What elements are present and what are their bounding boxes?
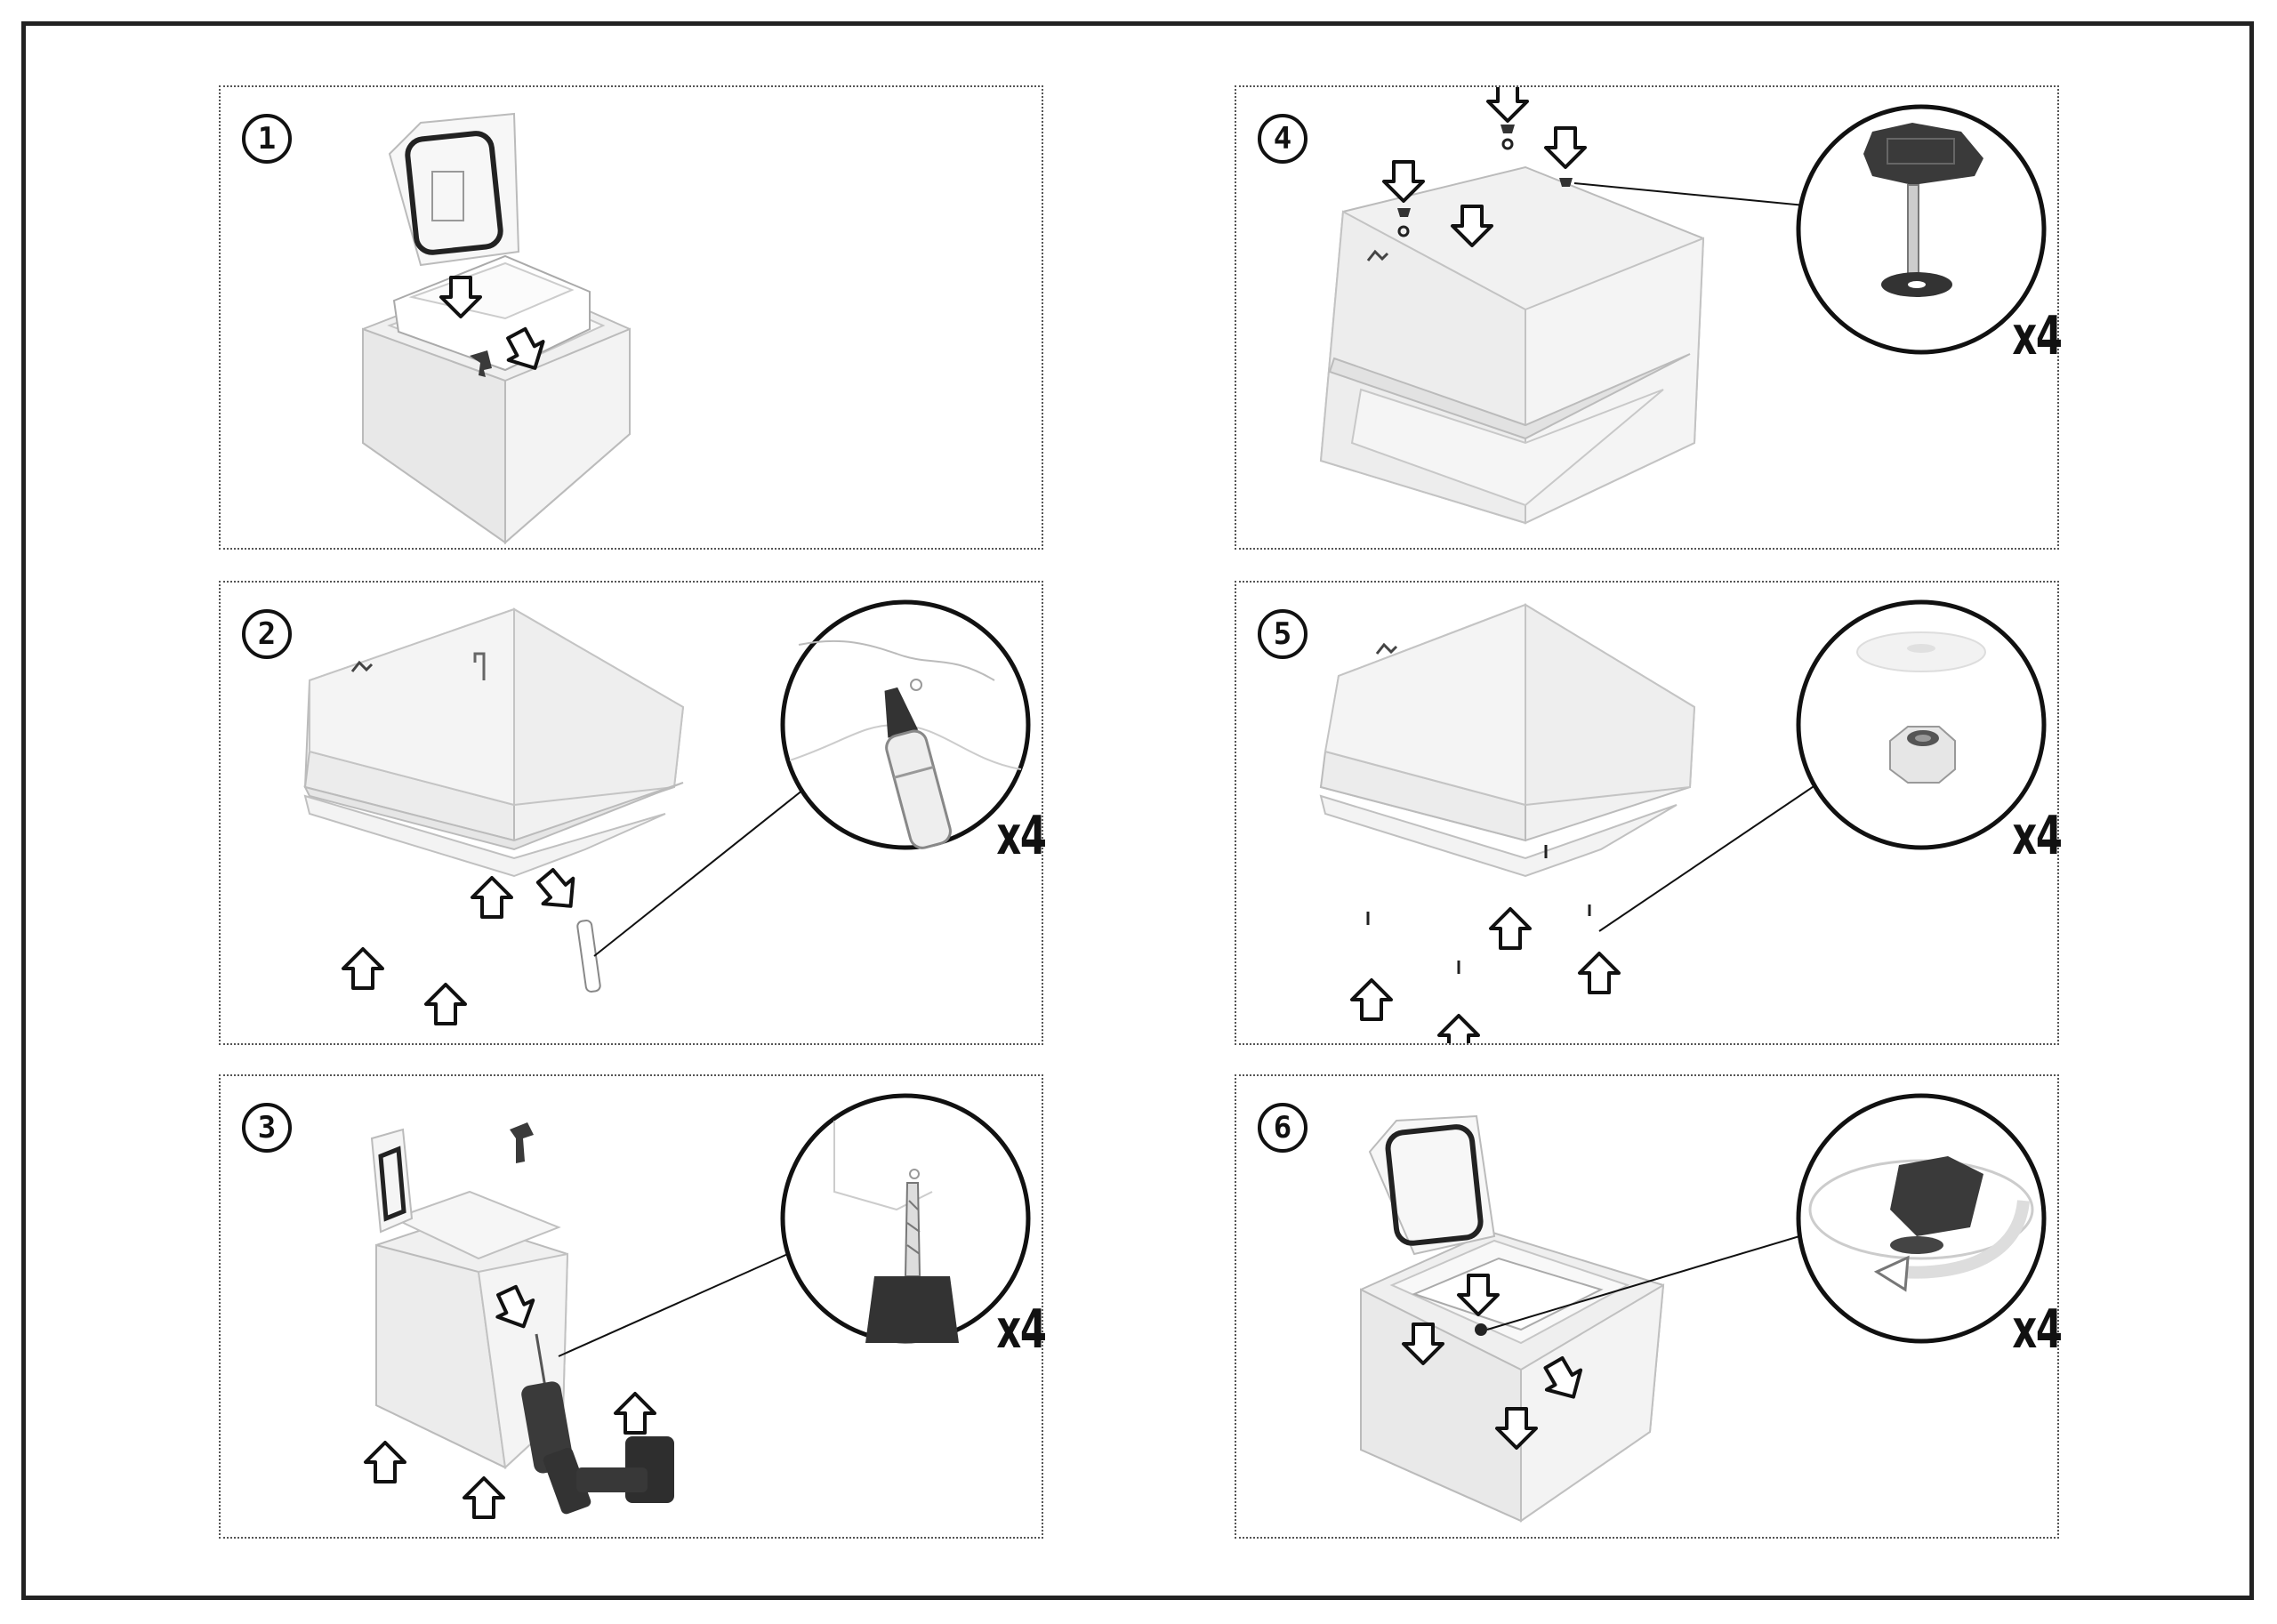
- cooler-box: [1360, 1230, 1665, 1523]
- arrow-down-icon: [528, 861, 588, 921]
- step-4-illustration: [1319, 87, 2047, 525]
- step-4-number: 4: [1258, 114, 1307, 164]
- step-3-illustration: [364, 1093, 1031, 1519]
- quantity-label: x4: [2011, 805, 2062, 867]
- cooler-box-side: [375, 1190, 569, 1470]
- zoom-circle-drill: [780, 1093, 1031, 1344]
- step-2-number: 2: [242, 609, 292, 659]
- arrow-down-icon: [1544, 126, 1587, 169]
- step-6-number: 6: [1258, 1103, 1307, 1153]
- arrow-up-icon: [1489, 907, 1532, 950]
- step-3-panel: 3: [219, 1074, 1046, 1539]
- quantity-label: x4: [995, 805, 1046, 867]
- zoom-circle-tighten: [1796, 1093, 2047, 1344]
- zoom-circle-marker: [780, 599, 1031, 850]
- cooler-lid: [1368, 1114, 1496, 1256]
- zoom-circle-washer-nut: [1796, 599, 2047, 850]
- power-drill: [521, 1333, 674, 1515]
- latch-part: [510, 1122, 534, 1163]
- step-6-panel: 6 x4: [1235, 1074, 2062, 1539]
- latch-marks: [350, 652, 486, 680]
- arrow-up-icon: [1437, 1014, 1480, 1043]
- step-3-number: 3: [242, 1103, 292, 1153]
- arrow-up-icon: [342, 947, 384, 990]
- arrow-up-icon: [471, 876, 513, 919]
- cooler-lid: [388, 112, 520, 267]
- step-4-panel: 4 x4: [1235, 85, 2062, 550]
- step-2-panel: 2: [219, 581, 1046, 1045]
- cooler-box-inverted: [303, 607, 685, 878]
- arrow-up-icon: [1350, 978, 1393, 1021]
- arrow-up-icon: [1578, 952, 1621, 994]
- bolt-ends: [1366, 845, 1591, 974]
- zoom-circle-knob: [1796, 104, 2047, 355]
- cooler-lid-open: [370, 1128, 414, 1234]
- step-6-illustration: [1360, 1093, 2047, 1523]
- arrow-up-icon: [614, 1392, 656, 1435]
- knob-bolts: [1382, 87, 1587, 247]
- step-5-panel: 5 x4: [1235, 581, 2062, 1045]
- arrow-up-icon: [463, 1476, 505, 1519]
- cooler-box-inverted: [1319, 165, 1705, 525]
- marker-pen: [576, 920, 601, 993]
- step-1-illustration: [362, 112, 631, 545]
- step-5-number: 5: [1258, 609, 1307, 659]
- quantity-label: x4: [2011, 1298, 2062, 1361]
- latch-part: [470, 350, 492, 377]
- arrow-up-icon: [364, 1441, 406, 1483]
- step-5-illustration: [1319, 599, 2047, 1043]
- arrow-down-icon: [1486, 87, 1529, 123]
- quantity-label: x4: [2011, 305, 2062, 367]
- step-1-number: 1: [242, 114, 292, 164]
- step-1-panel: 1: [219, 85, 1043, 550]
- quantity-label: x4: [995, 1298, 1046, 1361]
- cooler-box-inverted: [1319, 603, 1696, 878]
- page-frame: [21, 21, 2254, 1600]
- step-2-illustration: [303, 599, 1031, 1025]
- arrow-up-icon: [424, 983, 467, 1025]
